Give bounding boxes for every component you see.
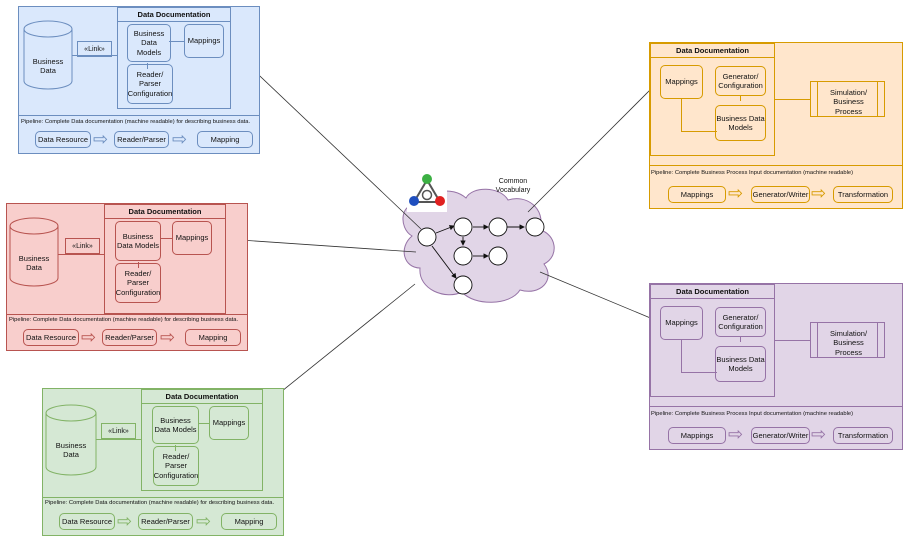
pipeline-step[interactable]: Transformation: [833, 186, 893, 203]
pipeline-step[interactable]: Mappings: [668, 427, 726, 444]
business-data-models-box[interactable]: Business Data Models: [715, 346, 766, 382]
data-documentation-title: Data Documentation: [651, 44, 774, 58]
connector-orange: [527, 79, 661, 213]
arrow-right-icon: ⇨: [728, 424, 744, 444]
reader-parser-config-box[interactable]: Reader/ Parser Configuration: [115, 263, 161, 303]
data-documentation-title: Data Documentation: [118, 8, 230, 22]
graph-node: [417, 227, 437, 247]
mappings-box[interactable]: Mappings: [660, 306, 703, 340]
panel-red: Business Data «Link» Data Documentation …: [6, 203, 248, 351]
data-documentation-title: Data Documentation: [105, 205, 225, 219]
pipeline-description: Pipeline: Complete Data documentation (m…: [45, 500, 275, 506]
arrow-right-icon: ⇨: [160, 327, 176, 347]
graph-node: [488, 217, 508, 237]
pipeline-step[interactable]: Reader/Parser: [102, 329, 157, 346]
generator-config-box[interactable]: Generator/ Configuration: [715, 307, 766, 337]
panel-orange: Data Documentation Mappings Generator/ C…: [649, 42, 903, 209]
common-vocabulary-label: Common Vocabulary: [495, 178, 531, 194]
common-vocabulary-cloud: [402, 188, 555, 303]
pipeline-description: Pipeline: Complete Business Process Inpu…: [651, 411, 854, 417]
pipeline-step[interactable]: Generator/Writer: [751, 427, 810, 444]
data-documentation-group: Data Documentation: [117, 7, 231, 109]
business-data-models-box[interactable]: Business Data Models: [127, 24, 171, 62]
reader-parser-config-box[interactable]: Reader/ Parser Configuration: [153, 446, 199, 486]
simulation-process-box[interactable]: Simulation/ Business Process: [810, 81, 885, 117]
pipeline-step[interactable]: Transformation: [833, 427, 893, 444]
arrow-right-icon: ⇨: [93, 129, 109, 149]
data-documentation-group: Data Documentation: [141, 389, 263, 491]
simulation-process-box[interactable]: Simulation/ Business Process: [810, 322, 885, 358]
graph-node: [525, 217, 545, 237]
pipeline-description: Pipeline: Complete Data documentation (m…: [9, 317, 239, 323]
business-data-models-box[interactable]: Business Data Models: [115, 221, 161, 261]
graph-node: [453, 217, 473, 237]
arrow-right-icon: ⇨: [117, 511, 133, 531]
business-data-cylinder: Business Data: [45, 403, 97, 476]
link-label: «Link»: [65, 238, 100, 254]
arrow-right-icon: ⇨: [811, 424, 827, 444]
pipeline-step[interactable]: Reader/Parser: [138, 513, 193, 530]
mappings-box[interactable]: Mappings: [172, 221, 212, 255]
business-data-cylinder: Business Data: [9, 216, 59, 287]
pipeline-step[interactable]: Data Resource: [23, 329, 79, 346]
pipeline-description: Pipeline: Complete Business Process Inpu…: [651, 170, 854, 176]
mappings-box[interactable]: Mappings: [660, 65, 703, 99]
panel-purple: Data Documentation Mappings Generator/ C…: [649, 283, 903, 450]
panel-green: Business Data «Link» Data Documentation …: [42, 388, 284, 536]
graph-node: [488, 246, 508, 266]
data-documentation-title: Data Documentation: [651, 285, 774, 299]
link-label: «Link»: [101, 423, 136, 439]
link-label: «Link»: [77, 41, 112, 57]
pipeline-step[interactable]: Generator/Writer: [751, 186, 810, 203]
arrow-right-icon: ⇨: [172, 129, 188, 149]
pipeline-step[interactable]: Mapping: [185, 329, 241, 346]
pipeline-step[interactable]: Mapping: [197, 131, 253, 148]
data-documentation-group: Data Documentation: [650, 284, 775, 397]
mappings-box[interactable]: Mappings: [184, 24, 224, 58]
graph-node: [453, 275, 473, 295]
pipeline-step[interactable]: Mappings: [668, 186, 726, 203]
mappings-box[interactable]: Mappings: [209, 406, 249, 440]
pipeline-step[interactable]: Data Resource: [35, 131, 91, 148]
pipeline-step[interactable]: Mapping: [221, 513, 277, 530]
generator-config-box[interactable]: Generator/ Configuration: [715, 66, 766, 96]
pipeline-step[interactable]: Reader/Parser: [114, 131, 169, 148]
pipeline-description: Pipeline: Complete Data documentation (m…: [21, 119, 251, 125]
reader-parser-config-box[interactable]: Reader/ Parser Configuration: [127, 64, 173, 104]
business-data-cylinder: Business Data: [23, 19, 73, 90]
data-documentation-group: Data Documentation: [104, 204, 226, 314]
ontology-triangle-icon: [407, 170, 447, 212]
business-data-models-box[interactable]: Business Data Models: [152, 406, 199, 444]
business-data-models-box[interactable]: Business Data Models: [715, 105, 766, 141]
connector-purple: [539, 271, 661, 323]
arrow-right-icon: ⇨: [196, 511, 212, 531]
data-documentation-title: Data Documentation: [142, 390, 262, 404]
arrow-right-icon: ⇨: [728, 183, 744, 203]
pipeline-step[interactable]: Data Resource: [59, 513, 115, 530]
panel-blue: Business Data «Link» Data Documentation …: [18, 6, 260, 154]
graph-node: [453, 246, 473, 266]
arrow-right-icon: ⇨: [811, 183, 827, 203]
arrow-right-icon: ⇨: [81, 327, 97, 347]
data-documentation-group: Data Documentation: [650, 43, 775, 156]
